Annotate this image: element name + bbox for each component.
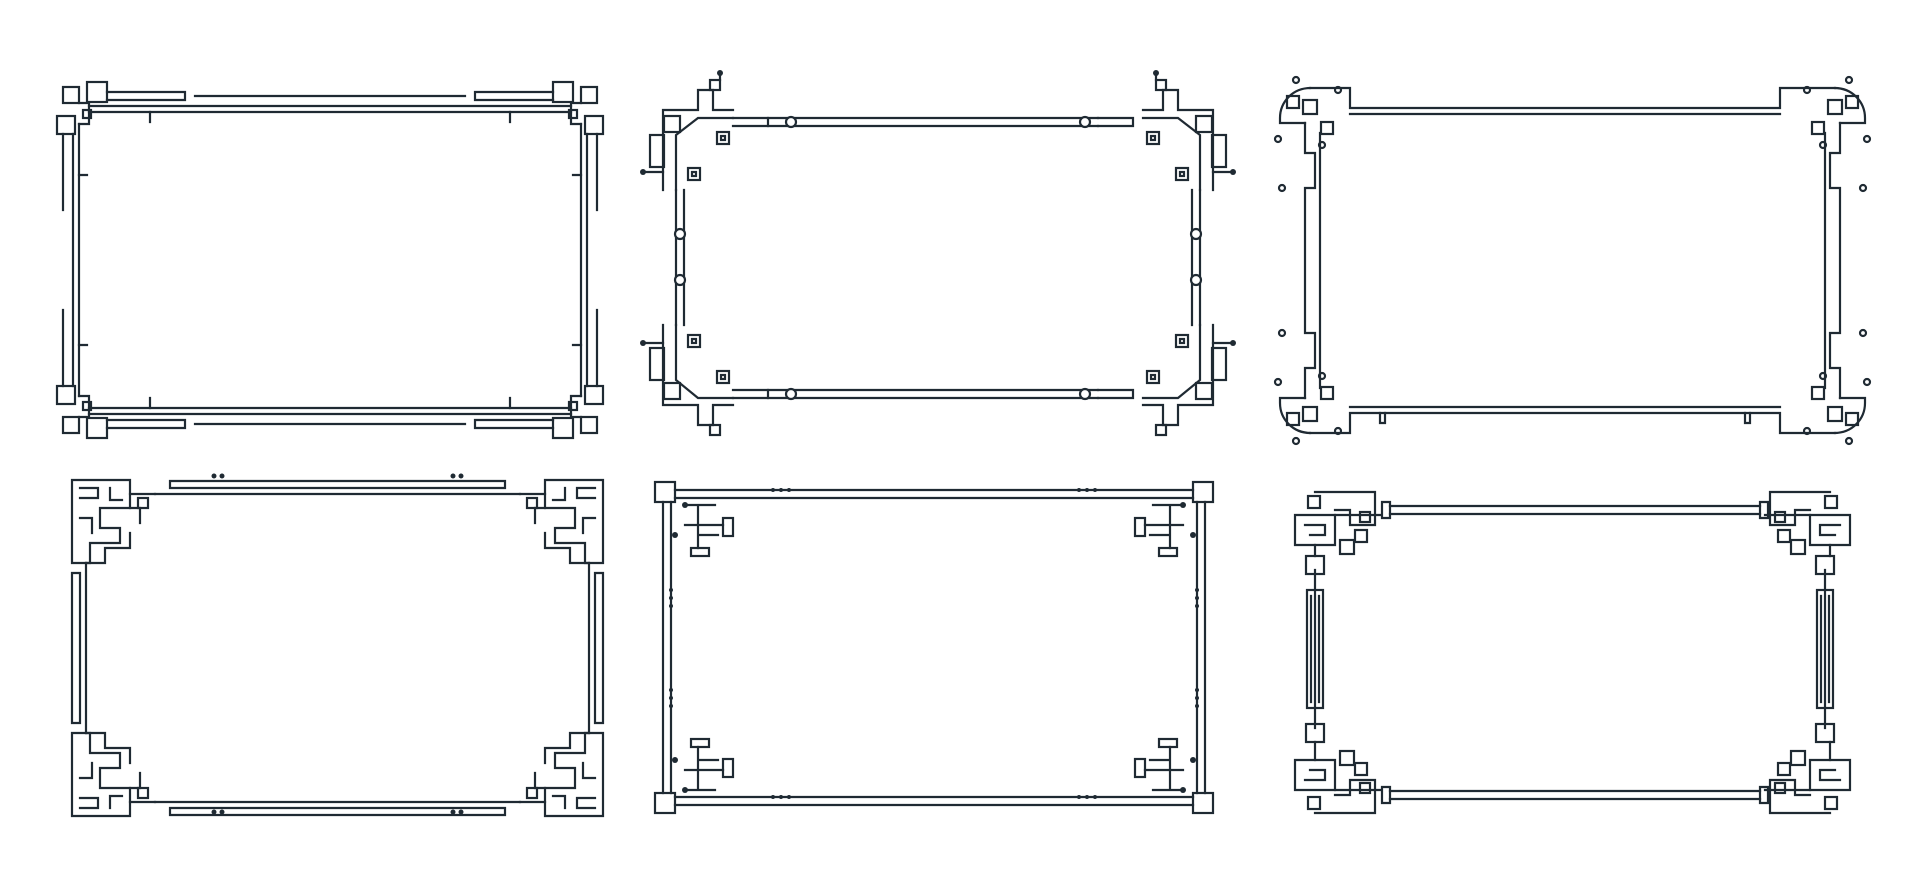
decorative-frame-5 [653, 480, 1215, 815]
frame-1-corner-bottom-right [551, 384, 605, 440]
frame-3-corner-bottom-left [1273, 328, 1343, 446]
frame-2-top-edge [731, 115, 1135, 129]
frame-5-bottom-edge [673, 795, 1195, 807]
frame-6-corner-top-left [1293, 490, 1382, 558]
frame-4-right-edge [587, 561, 605, 735]
frame-4-left-edge [70, 561, 88, 735]
frame-3-drawing [1273, 75, 1872, 446]
frame-1-corner-top-left [55, 80, 109, 136]
frame-4-bottom-edge [153, 800, 522, 817]
decorative-frame-4 [70, 473, 605, 818]
frame-3-corner-top-right [1802, 75, 1872, 193]
frame-4-top-edge [153, 473, 522, 496]
frame-4-drawing [70, 473, 605, 818]
frame-6-left-edge [1304, 554, 1326, 744]
frame-2-corner-top-left [640, 70, 735, 192]
frame-2-corner-top-right [1141, 70, 1236, 192]
frame-1-drawing [55, 80, 605, 440]
frame-2-bottom-edge [731, 387, 1135, 401]
frame-5-corner-bottom-right [1133, 737, 1215, 815]
frame-2-corner-bottom-right [1141, 323, 1236, 437]
frame-6-drawing [1293, 490, 1852, 815]
frame-2-drawing [640, 70, 1236, 437]
decorative-frame-2 [638, 70, 1238, 437]
frame-5-top-edge [673, 488, 1195, 500]
decorative-frame-1 [55, 80, 605, 440]
decorative-frame-3 [1273, 75, 1872, 446]
frame-4-corner-bottom-right [518, 731, 605, 818]
frame-6-corner-bottom-right [1763, 740, 1852, 815]
frame-5-left-edge [661, 500, 673, 795]
frame-5-drawing [653, 480, 1215, 815]
frame-6-corner-top-right [1763, 490, 1852, 558]
frame-1-right-edge [571, 122, 599, 398]
frame-3-corner-top-left [1273, 75, 1343, 193]
frame-4-corner-top-left [70, 478, 157, 565]
frame-6-top-edge [1380, 500, 1770, 520]
frame-1-left-edge [61, 122, 89, 398]
frame-5-right-edge [1195, 500, 1207, 795]
frame-2-left-edge [673, 188, 687, 327]
frame-5-corner-bottom-left [653, 737, 735, 815]
frame-5-corner-top-left [653, 480, 735, 558]
frame-2-corner-bottom-left [640, 323, 735, 437]
frame-3-left-edge [1303, 121, 1322, 400]
frame-1-corner-bottom-left [55, 384, 109, 440]
frame-3-bottom-edge [1278, 396, 1867, 435]
frame-4-corner-top-right [518, 478, 605, 565]
frame-4-corner-bottom-left [70, 731, 157, 818]
frame-5-corner-top-right [1133, 480, 1215, 558]
frame-1-top-edge [87, 90, 573, 124]
frame-1-corner-top-right [551, 80, 605, 136]
frame-6-corner-bottom-left [1293, 740, 1382, 815]
frame-2-right-edge [1189, 188, 1203, 327]
frame-6-right-edge [1814, 554, 1836, 744]
frame-3-right-edge [1823, 121, 1842, 400]
frame-3-corner-bottom-right [1802, 328, 1872, 446]
frame-6-bottom-edge [1380, 785, 1770, 805]
decorative-frame-6 [1290, 490, 1855, 815]
frame-1-bottom-edge [87, 396, 573, 430]
frame-3-top-edge [1278, 86, 1867, 125]
